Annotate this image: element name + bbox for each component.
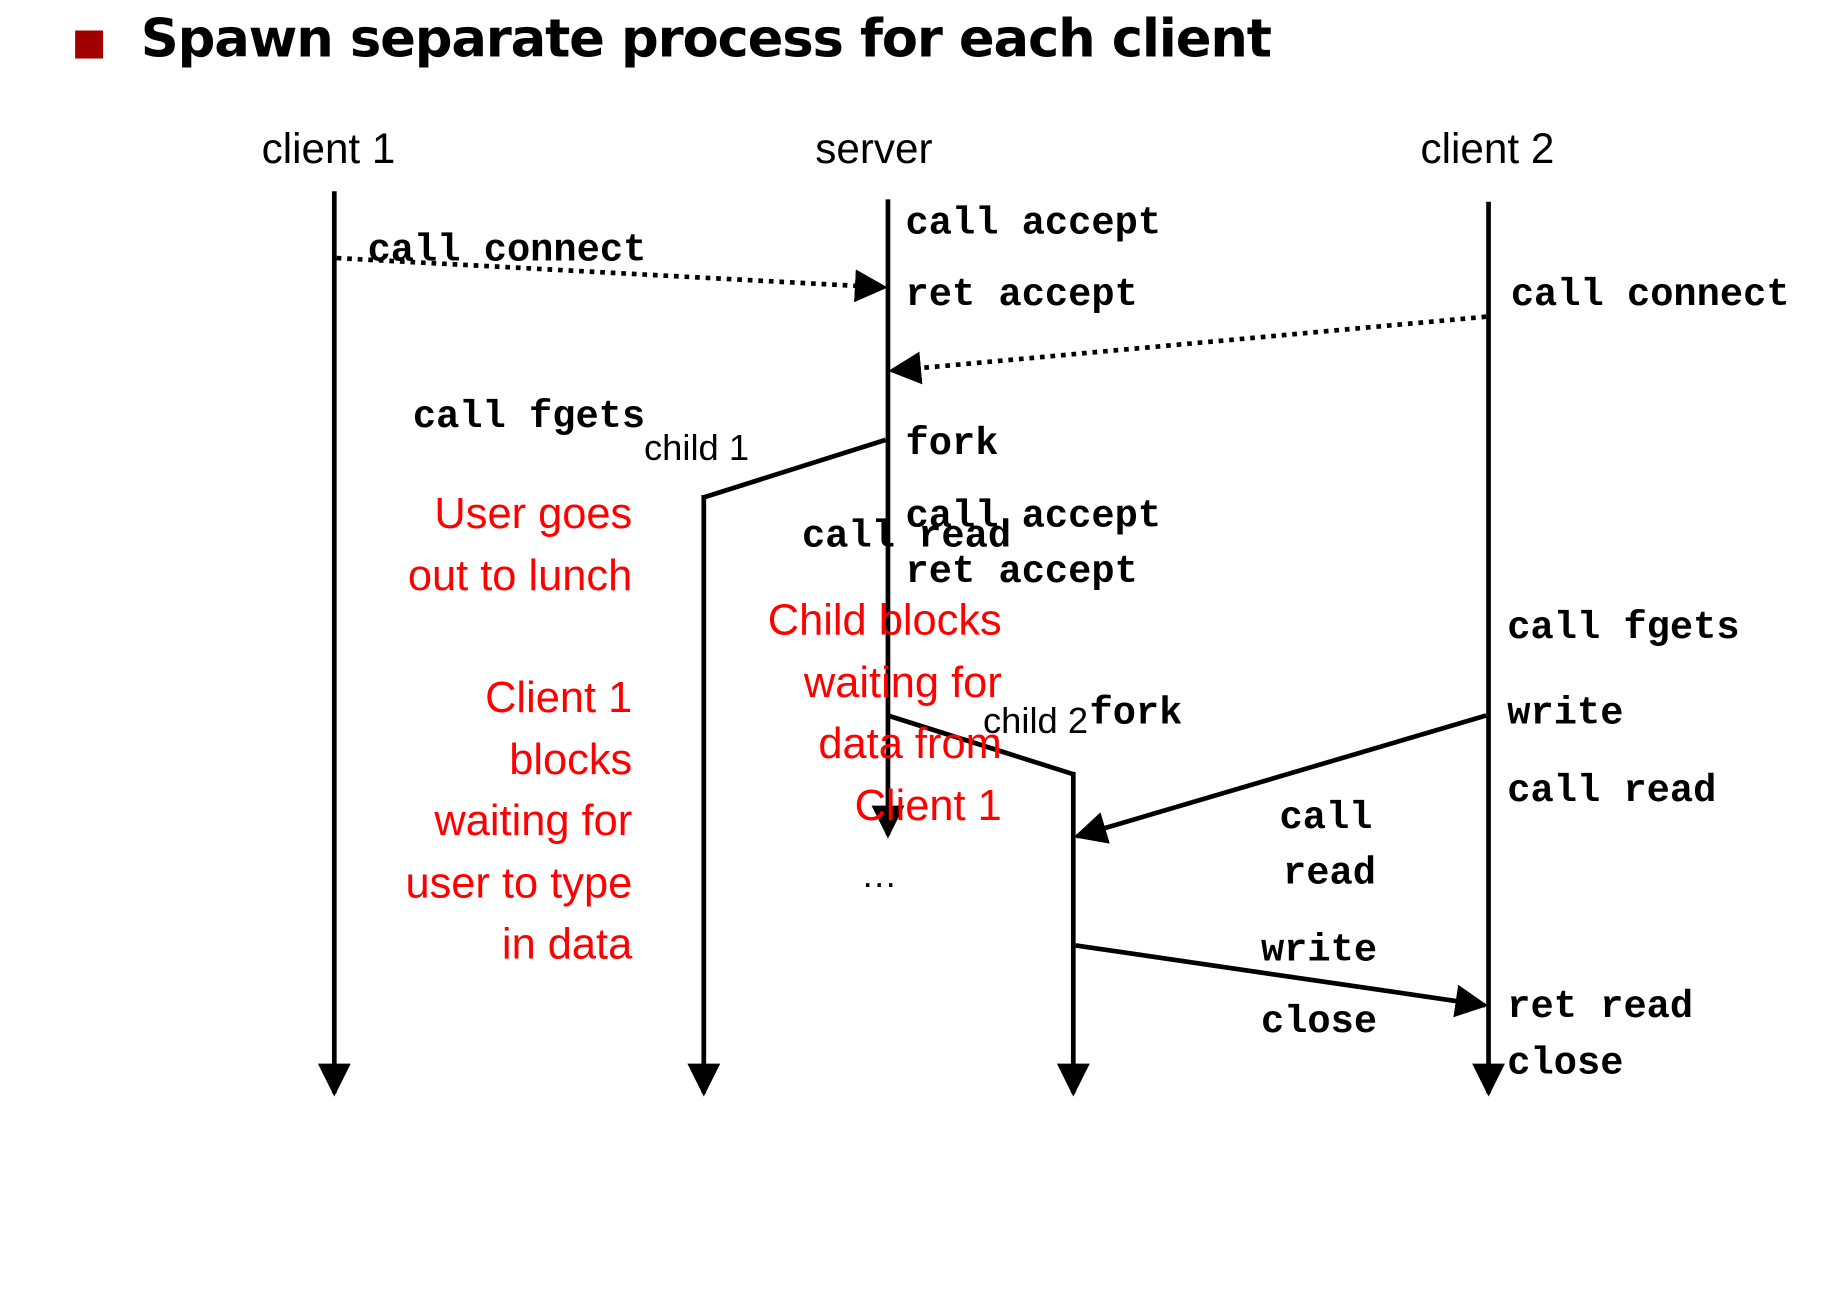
child2-call: call: [1279, 796, 1373, 840]
client1-call-fgets: call fgets: [412, 395, 646, 439]
server-call-accept: call accept: [905, 201, 1162, 246]
client2-write: write: [1507, 692, 1624, 736]
process-diagram: [317, 191, 1505, 1097]
server-fork-2: fork: [1089, 692, 1183, 736]
child2-read: read: [1283, 851, 1376, 895]
bullet-square-icon: [75, 30, 104, 59]
client2-call-fgets: call fgets: [1507, 606, 1740, 650]
client2-connect-arrow: [888, 314, 1487, 385]
note-line: in data: [501, 919, 633, 968]
server-ret-accept-2: ret accept: [905, 550, 1138, 594]
note-line: blocks: [509, 734, 633, 783]
page-title: Spawn separate process for each client: [140, 7, 1272, 70]
client2-close: close: [1507, 1041, 1624, 1086]
lane-header-server: server: [815, 124, 933, 173]
client2-call-connect: call connect: [1510, 273, 1790, 317]
server-ret-accept: ret accept: [905, 273, 1138, 317]
child2-fork-line: [887, 713, 1075, 777]
client1-blocks-note: Client 1 blocks waiting for user to type…: [405, 667, 632, 975]
child2-write: write: [1260, 929, 1378, 973]
client1-call-connect: call connect: [367, 228, 647, 273]
client2-write-arrow: [1073, 713, 1487, 844]
note-line: user to type: [405, 858, 633, 907]
note-line: data from: [818, 719, 1002, 768]
note-line: out to lunch: [407, 550, 633, 599]
child2-label: child 2: [982, 700, 1089, 742]
note-line: Client 1: [485, 673, 633, 722]
client1-connect-arrow: [336, 255, 888, 303]
client2-call-read: call read: [1507, 769, 1717, 813]
child1-call-read: call read: [802, 514, 1012, 559]
child2-close: close: [1260, 1000, 1378, 1044]
note-line: User goes: [434, 489, 633, 538]
child1-blocks-note: Child blocks waiting for data from Clien…: [768, 590, 1002, 836]
client2-ret-read: ret read: [1507, 985, 1694, 1029]
lane-header-client1: client 1: [261, 124, 396, 173]
note-line: waiting for: [803, 657, 1002, 706]
note-line: waiting for: [434, 796, 633, 845]
server-fork: fork: [905, 422, 999, 466]
child1-fork-line: [703, 437, 887, 500]
child2-write-arrow: [1075, 943, 1489, 1018]
note-line: Client 1: [854, 780, 1002, 829]
lane-header-client2: client 2: [1420, 124, 1555, 173]
server-ellipsis: …: [860, 853, 898, 895]
note-line: Child blocks: [767, 595, 1002, 644]
child1-label: child 1: [643, 426, 750, 469]
client1-lunch-note: User goes out to lunch: [408, 483, 632, 606]
server-call-accept-2: call accept: [905, 495, 1162, 539]
